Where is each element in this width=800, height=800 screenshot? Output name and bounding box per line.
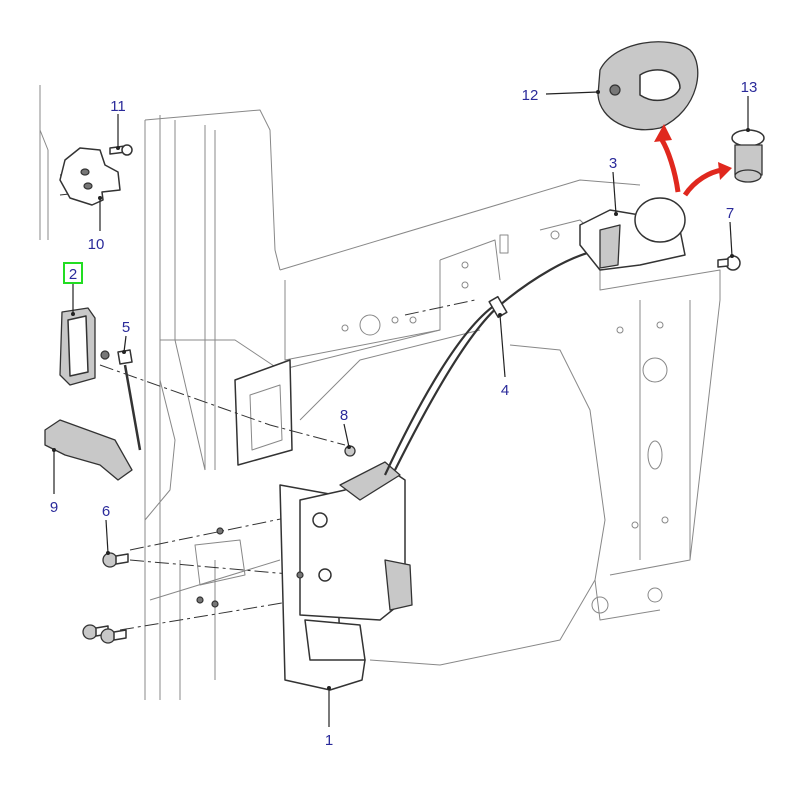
callout-10[interactable]: 10 [88,236,105,253]
callout-3[interactable]: 3 [609,155,617,172]
part-1-latch [196,461,413,691]
callout-6[interactable]: 6 [102,503,110,520]
part-4-cable [384,248,601,476]
callout-5[interactable]: 5 [122,319,130,336]
part-3-handle-housing [579,197,686,271]
part-13-cap [731,129,765,183]
callout-2[interactable]: 2 [69,266,77,283]
part-9-clip [44,419,133,481]
callout-12[interactable]: 12 [522,87,539,104]
callout-4[interactable]: 4 [501,382,509,399]
callout-labels: 1 2 3 4 5 6 7 8 9 10 11 12 13 [50,79,758,749]
callout-11[interactable]: 11 [110,98,126,115]
callout-8[interactable]: 8 [340,407,348,424]
highlight-box [63,262,83,284]
callout-13[interactable]: 13 [741,79,758,96]
part-2-handle [59,307,110,386]
callout-7[interactable]: 7 [726,205,734,222]
part-10-bracket [59,147,121,206]
part-5-rod [117,349,142,451]
leader-lines [52,90,750,727]
part-11-screw [109,144,133,156]
part-6-bolts [82,552,129,644]
callout-1[interactable]: 1 [325,732,333,749]
callout-9[interactable]: 9 [50,499,58,516]
part-12-escutcheon [597,41,699,131]
removal-arrows [654,124,732,197]
part-7-screw [717,255,741,271]
